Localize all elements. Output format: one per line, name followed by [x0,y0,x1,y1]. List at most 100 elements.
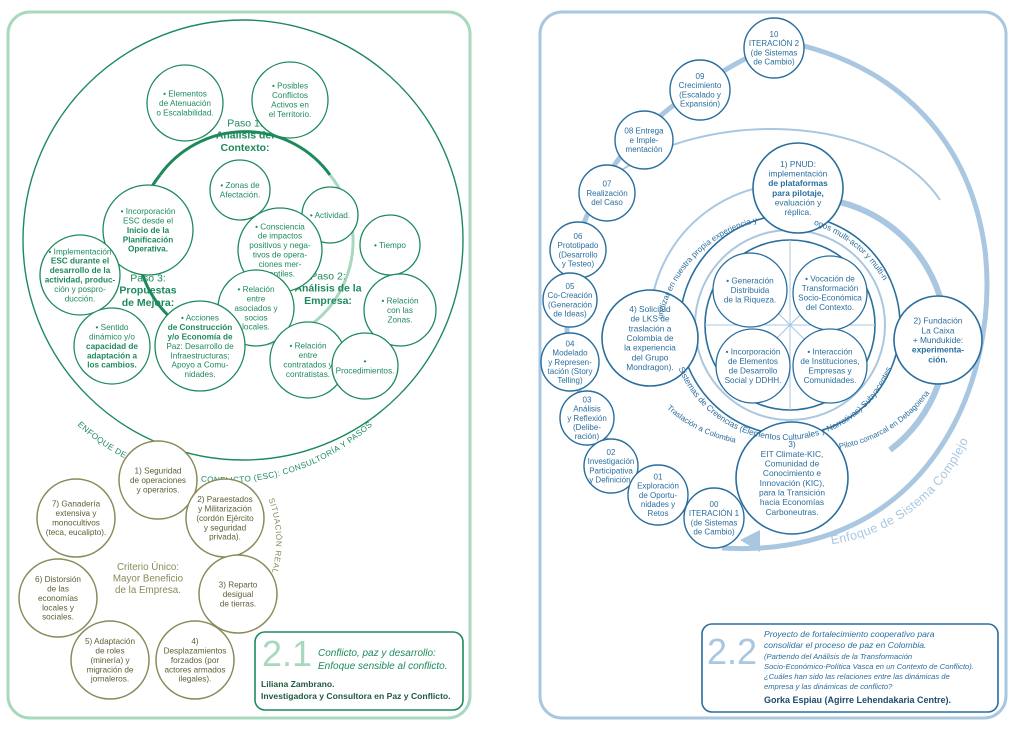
s1-line: réplica. [785,207,812,217]
s3-line: Comunidad de [765,458,820,468]
s3-line: hacia Economías [760,497,824,507]
n-implementacion-line: actividad, produc- [45,276,116,285]
iteration-it10-line: (de Sistemas [751,48,798,57]
caption-title-right-2: consolidar el proceso de paz en Colombia… [764,640,926,650]
s1-line: de plataformas [768,178,828,188]
q3-line: • Incorporación [726,348,781,357]
olive-o6-line: economías [38,594,78,603]
n-incorporacion-line: Operativa. [128,245,168,254]
iteration-it00-line: ITERACIÓN 1 [689,509,740,518]
iteration-it01-line: 01 [654,472,663,481]
n-implementacion-line: ducción. [65,294,96,303]
s4-line: Mondragon). [626,362,674,372]
paso1-label-line: Paso 1: [227,117,263,129]
n-relacion-zonas-line: • Relación [382,296,419,305]
paso1-label-line: Análisis del [216,130,274,142]
n-acciones-line: Apoyo a Comu- [172,361,229,370]
criterio-line: Criterio Único: [117,562,179,573]
caption-author-left-1: Liliana Zambrano. [261,679,335,689]
n-conflictos-line: Activos en [271,101,309,110]
iteration-it04-line: y Represen- [548,358,592,367]
olive-o7-circle [36,478,116,558]
left-panel-frame [6,10,472,720]
n-conflictos-line: • Posibles [272,82,308,91]
n-impactos-line: cantiles. [265,269,295,278]
q1-line: Distribuida [731,286,770,295]
caption-number-left: 2.1 [262,633,312,674]
spiral-arrowhead-bottom [740,530,760,552]
q2-line: Socio-Económica [798,294,862,303]
n-acciones-line: Infraestructuras; [170,351,229,360]
q4-line: Empresas y [808,367,852,376]
iteration-it03-line: 03 [583,395,592,404]
s3-line: para la Transición [759,487,825,497]
s4-line: de LKS de [630,314,669,324]
iteration-it08-line: mentación [626,145,663,154]
n-sentido-line: dinámico y/o [89,332,135,341]
olive-o2-line: y seguridad [204,523,247,532]
olive-o5-line: (minería) y [90,656,130,665]
olive-o7-line: monocultivos [52,519,100,528]
s1-circle [752,142,844,234]
iteration-it03-circle [559,390,615,446]
olive-o2-line: privada). [209,533,241,542]
iteration-it05-line: (Generación [548,300,592,309]
s3-line: Carboneutras. [765,507,818,517]
n-acciones-line: y/o Economía de [167,332,233,341]
olive-o6-line: de las [47,584,69,593]
iteration-it00-line: 00 [710,500,719,509]
s4-line: traslación a [629,323,672,333]
olive-o1-circle [118,440,198,520]
n-conflictos-circle [251,61,329,139]
n-sentido-line: capacidad de [86,342,138,351]
olive-o4-circle [155,620,235,700]
n-sentido-line: los cambios. [87,361,137,370]
s2-line: 2) Fundación [914,316,963,326]
q3-line: Social y DDHH. [725,376,782,385]
caption-sub-right-4: empresa y las dinámicas de conflicto? [764,682,893,691]
olive-o4-line: ilegales). [179,675,212,684]
q1-circle [712,252,788,328]
olive-o4-line: Desplazamientos [164,646,227,655]
iteration-it02-line: Investigación [588,457,635,466]
n-acciones-circle [154,300,246,392]
n-relacion-zonas-line: Zonas. [387,315,412,324]
iteration-it04-line: Modelado [552,349,588,358]
iteration-it06-line: y Testeo) [562,260,595,269]
n-zonas-line: • Zonas de [220,181,260,190]
n-incorporacion-line: ESC desde el [123,216,173,225]
s3-circle [735,421,849,535]
complex-system-spiral [721,42,990,552]
olive-o5-circle [70,620,150,700]
olive-o3-circle [198,554,278,634]
n-contratados-line: contratados y [283,361,333,370]
olive-o6-line: locales y [42,603,75,612]
esc-outer-circle [22,19,464,461]
olive-o5-line: 5) Adaptación [85,637,136,646]
n-tiempo-line: • Tiempo [374,241,406,250]
iteration-it02-circle [583,438,639,494]
paso2-label-line: Empresa: [304,295,352,307]
iteration-it05-line: Co-Creación [548,291,593,300]
iteration-it10-circle [743,17,805,79]
iteration-it09-circle [669,59,731,121]
paso2-label-line: Paso 2: [310,270,346,282]
s4-line: 4) Solicitud [629,304,671,314]
iteration-it02-line: Participativa [589,466,633,475]
n-procedimientos: •Procedimientos. [331,332,399,400]
n-implementacion-circle [39,234,121,316]
n-sentido-circle [73,307,151,385]
